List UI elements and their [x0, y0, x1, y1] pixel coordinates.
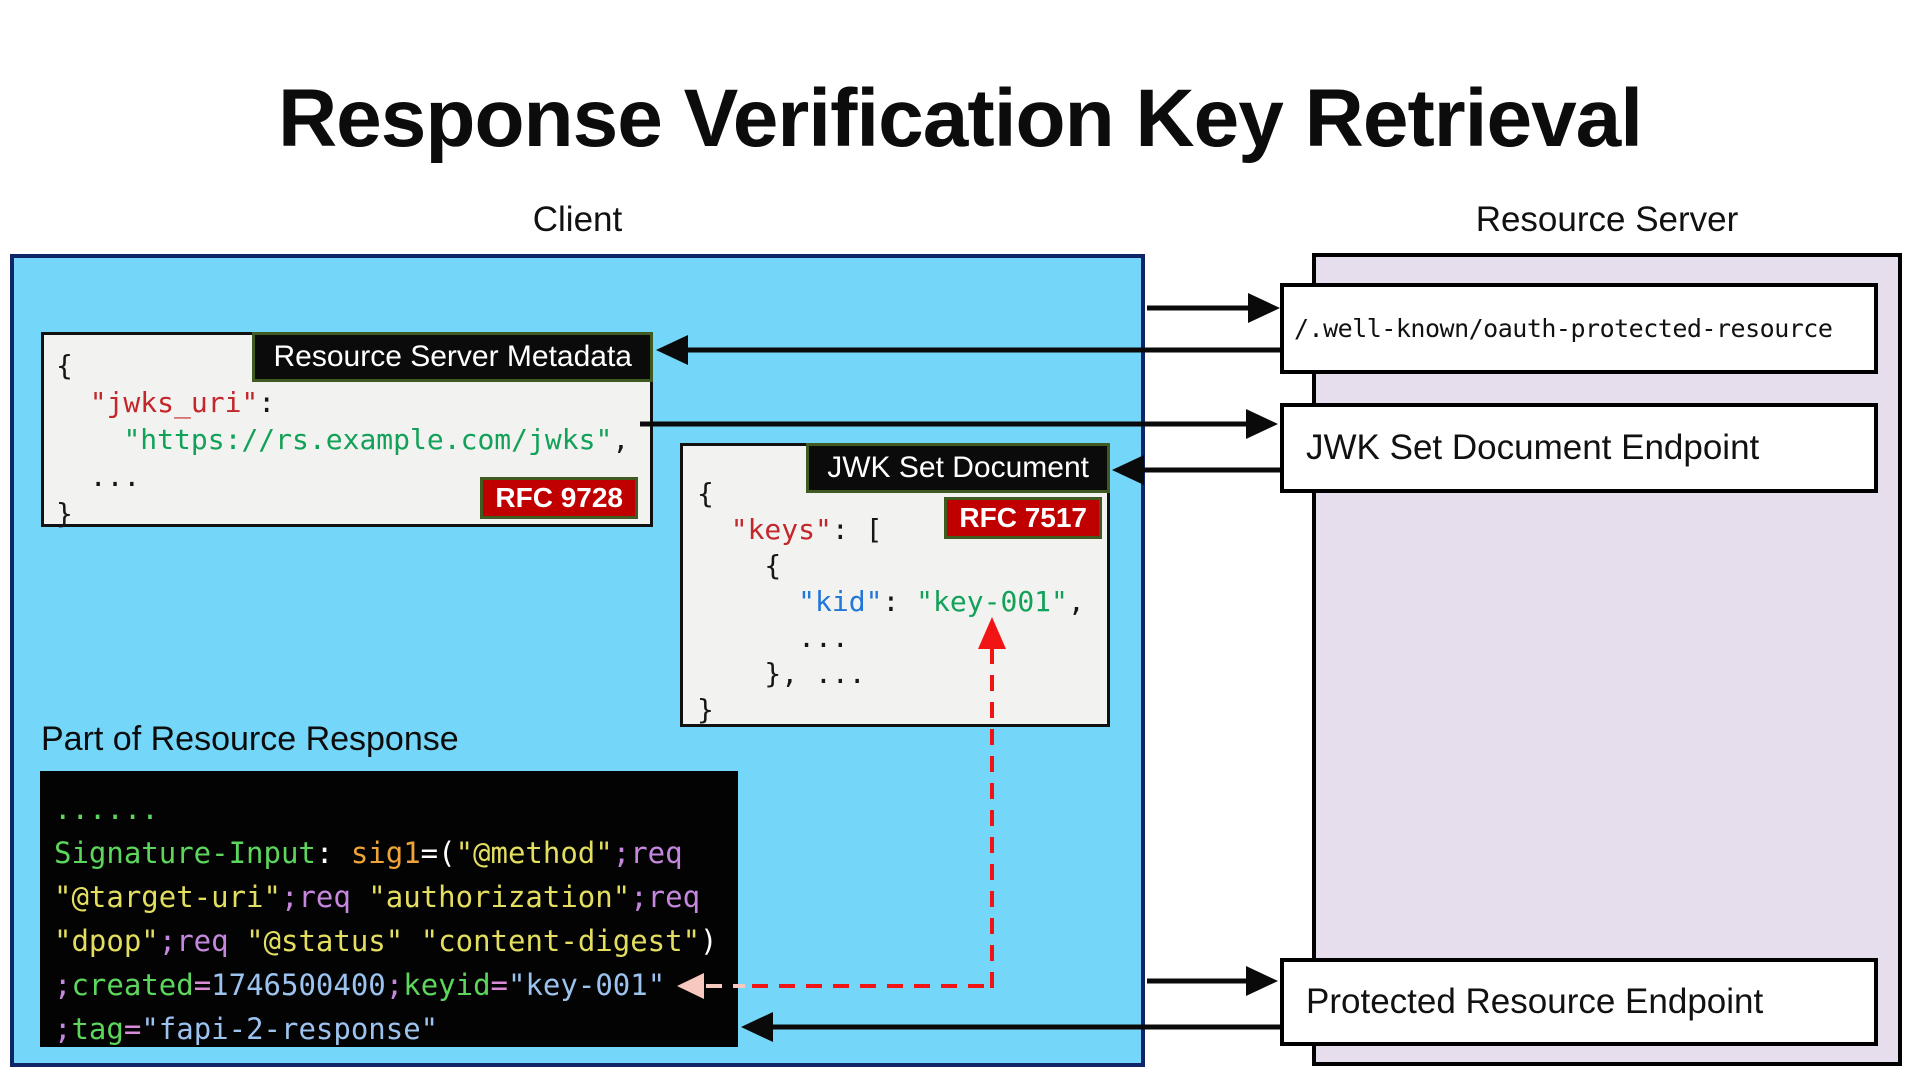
well-known-endpoint-label: /.well-known/oauth-protected-resource [1294, 314, 1833, 343]
response-code: ......Signature-Input: sig1=("@method";r… [54, 792, 718, 1046]
arrow-client-to-wellknown [1147, 293, 1280, 323]
resource-response-code-box: ......Signature-Input: sig1=("@method";r… [40, 771, 738, 1047]
metadata-box-header: Resource Server Metadata [252, 332, 653, 382]
arrow-client-to-protected-endpoint [1147, 966, 1278, 996]
jwk-set-document-box: { "keys": [ { "kid": "key-001", ... }, .… [680, 443, 1110, 727]
jwk-set-endpoint-label: JWK Set Document Endpoint [1306, 428, 1760, 467]
resource-response-label: Part of Resource Response [41, 720, 459, 758]
protected-resource-endpoint-box: Protected Resource Endpoint [1280, 958, 1878, 1046]
resource-server-box [1312, 253, 1902, 1066]
jwk-box-header: JWK Set Document [806, 443, 1110, 493]
rfc-7517-badge: RFC 7517 [944, 497, 1102, 539]
metadata-json-code: { "jwks_uri": "https://rs.example.com/jw… [56, 349, 630, 530]
resource-server-metadata-box: { "jwks_uri": "https://rs.example.com/jw… [41, 332, 653, 530]
rfc-9728-badge: RFC 9728 [480, 477, 638, 519]
jwk-set-endpoint-box: JWK Set Document Endpoint [1280, 403, 1878, 493]
client-lane-label: Client [532, 200, 623, 239]
page-title: Response Verification Key Retrieval [277, 73, 1643, 164]
protected-resource-endpoint-label: Protected Resource Endpoint [1306, 982, 1764, 1021]
resource-server-lane-label: Resource Server [1475, 200, 1739, 239]
jwk-json-code: { "keys": [ { "kid": "key-001", ... }, .… [697, 477, 1085, 726]
well-known-endpoint-box: /.well-known/oauth-protected-resource [1280, 283, 1878, 374]
